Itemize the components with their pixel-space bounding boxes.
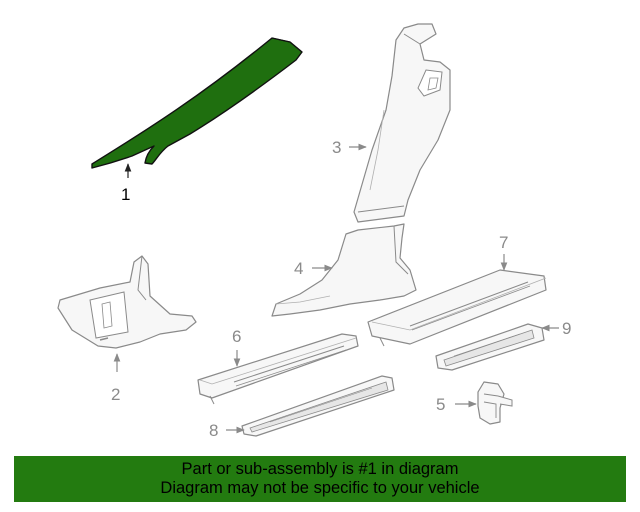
callout-label-9: 9	[562, 319, 571, 338]
part-9-rear-scuff-plate[interactable]	[435, 323, 545, 371]
part-4-b-pillar-lower[interactable]	[271, 223, 417, 317]
callout-label-6: 6	[232, 327, 241, 346]
notice-line-1: Part or sub-assembly is #1 in diagram	[181, 460, 459, 478]
callout-label-4: 4	[294, 259, 303, 278]
callout-label-8: 8	[209, 421, 218, 440]
callout-label-7: 7	[499, 233, 508, 252]
callout-label-5: 5	[436, 395, 445, 414]
callout-label-1: 1	[121, 185, 130, 204]
parts-diagram: 1 3 4 2 7 9	[57, 23, 571, 440]
diagram-notice-banner: Part or sub-assembly is #1 in diagram Di…	[14, 456, 626, 502]
callout-label-2: 2	[111, 385, 120, 404]
notice-line-2: Diagram may not be specific to your vehi…	[160, 479, 480, 497]
callout-label-3: 3	[332, 138, 341, 157]
part-6-front-sill-plate[interactable]	[197, 333, 359, 405]
part-2-cowl-side-trim[interactable]	[57, 255, 197, 349]
part-1-a-pillar-trim[interactable]	[91, 37, 303, 169]
part-5-retainer-clip[interactable]	[477, 381, 513, 425]
part-7-rear-sill-plate[interactable]	[367, 269, 547, 347]
part-8-front-scuff-plate[interactable]	[241, 375, 395, 437]
part-3-b-pillar-upper[interactable]	[353, 23, 451, 223]
